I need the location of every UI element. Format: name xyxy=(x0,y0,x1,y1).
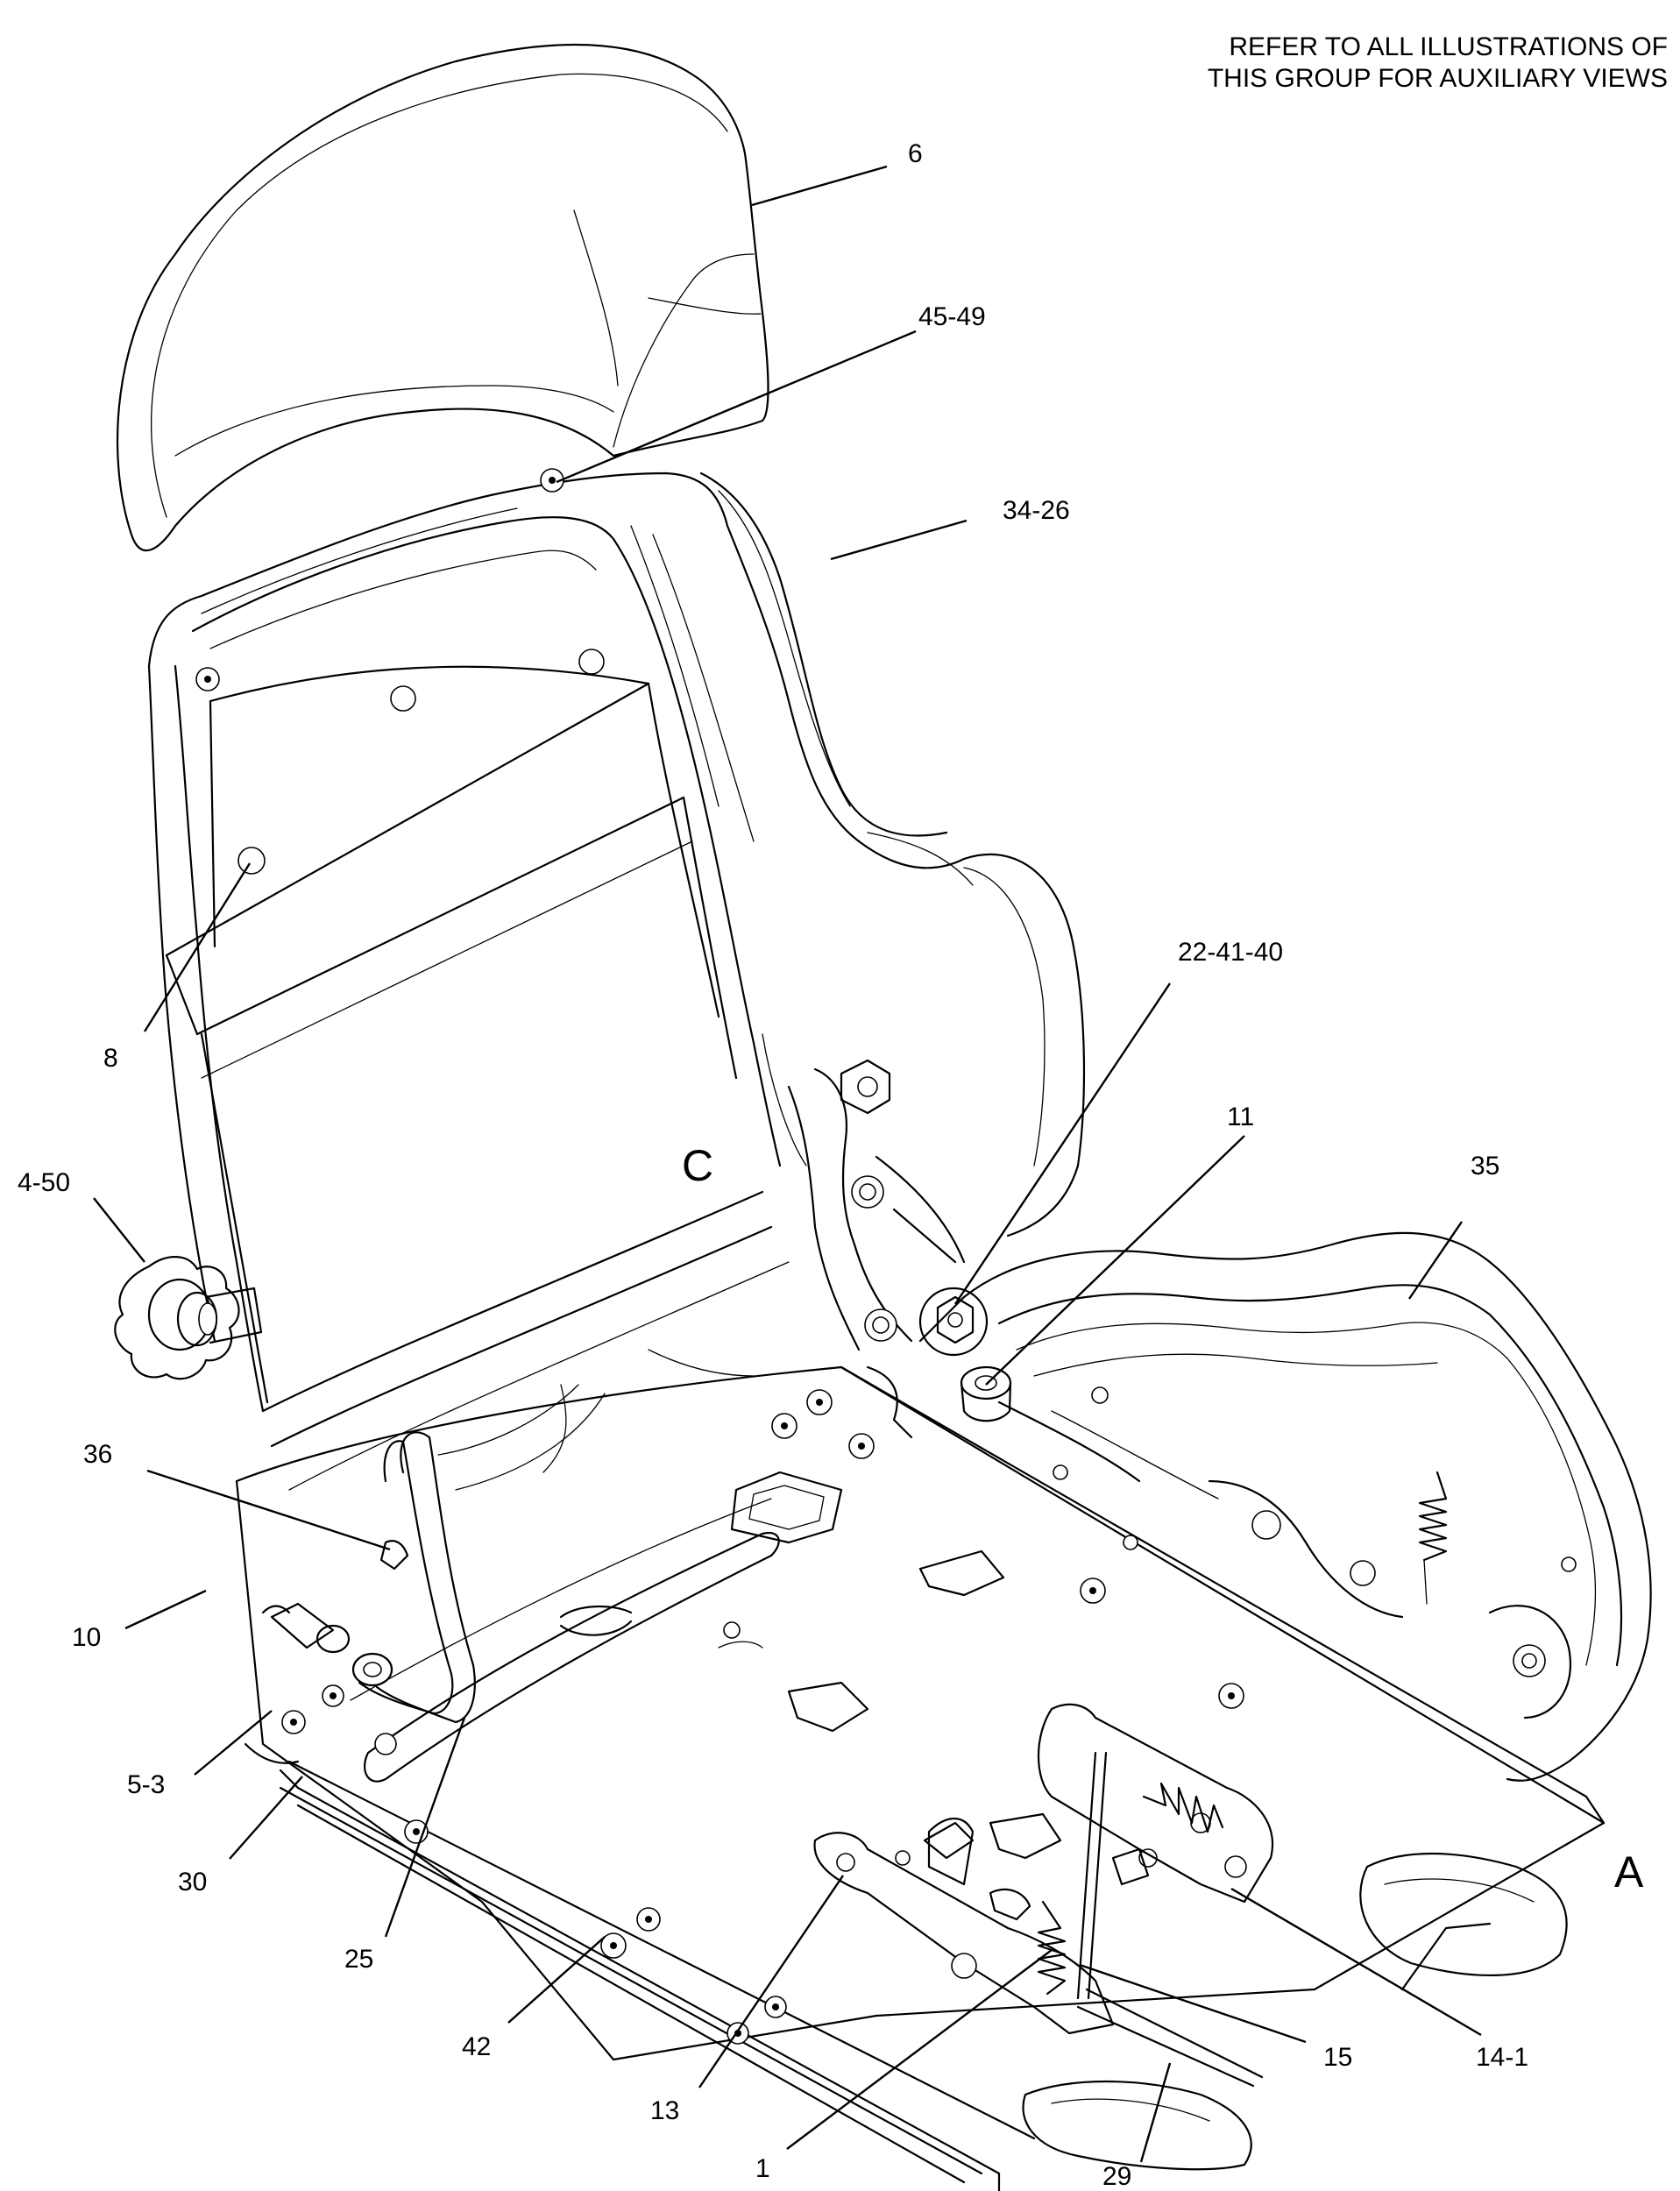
callout-25: 25 xyxy=(344,1945,373,1974)
leader-1 xyxy=(786,1949,1053,2150)
leader-6 xyxy=(751,165,888,207)
leader-45-49 xyxy=(556,330,917,484)
leader-25 xyxy=(384,1717,466,1938)
leader-29 xyxy=(1139,2062,1172,2163)
recline-knob xyxy=(114,1256,263,1380)
slide-mechanism xyxy=(813,1703,1568,2171)
leader-22-41-40 xyxy=(954,982,1171,1305)
leader-15 xyxy=(1079,1963,1307,2044)
leader-35 xyxy=(1408,1221,1463,1300)
callout-13: 13 xyxy=(650,2096,679,2125)
callout-8: 8 xyxy=(103,1044,118,1073)
note-line-2: THIS GROUP FOR AUXILIARY VIEWS xyxy=(1207,64,1668,93)
leader-10 xyxy=(124,1589,207,1630)
base-plate xyxy=(235,1365,1606,2191)
headrest xyxy=(117,44,769,552)
backrest-fasteners xyxy=(195,468,605,875)
leader-8 xyxy=(143,862,252,1032)
leader-34-26 xyxy=(830,519,968,561)
callout-30: 30 xyxy=(178,1868,207,1897)
callout-1: 1 xyxy=(755,2154,770,2183)
leader-42 xyxy=(507,1936,606,2024)
leader-13 xyxy=(698,1875,844,2088)
leader-11 xyxy=(985,1135,1245,1386)
callout-labels: 6 45-49 34-26 8 22-41-40 11 35 4-50 36 1… xyxy=(18,139,1528,2191)
callout-11: 11 xyxy=(1227,1103,1254,1131)
view-label-c: C xyxy=(682,1141,713,1190)
callout-34-26: 34-26 xyxy=(1003,496,1070,525)
callout-15: 15 xyxy=(1323,2043,1352,2072)
callout-35: 35 xyxy=(1471,1152,1499,1181)
plate-screws xyxy=(281,1389,1244,2045)
seat-cushion xyxy=(962,1231,1652,1782)
callout-29: 29 xyxy=(1102,2162,1131,2191)
backrest-frame xyxy=(147,472,1086,1491)
leader-14-1 xyxy=(1230,1887,1482,2037)
callout-4-50: 4-50 xyxy=(18,1168,70,1197)
leader-30 xyxy=(229,1776,303,1860)
recline-bracket xyxy=(787,1059,1012,1422)
leader-5-3 xyxy=(194,1710,273,1776)
callout-10: 10 xyxy=(72,1623,101,1652)
view-label-a: A xyxy=(1614,1847,1644,1897)
leader-4-50 xyxy=(93,1197,145,1263)
callout-14-1: 14-1 xyxy=(1476,2043,1528,2072)
callout-6: 6 xyxy=(908,139,923,168)
callout-42: 42 xyxy=(462,2032,491,2061)
note-line-1: REFER TO ALL ILLUSTRATIONS OF xyxy=(1229,32,1668,61)
leader-36 xyxy=(146,1469,391,1551)
callout-45-49: 45-49 xyxy=(918,302,986,331)
leader-lines xyxy=(93,165,1482,2163)
callout-22-41-40: 22-41-40 xyxy=(1178,938,1283,967)
adjustment-bar xyxy=(261,1349,755,1724)
auxiliary-views-note: REFER TO ALL ILLUSTRATIONS OF THIS GROUP… xyxy=(1142,32,1668,95)
callout-36: 36 xyxy=(83,1440,112,1469)
callout-5-3: 5-3 xyxy=(127,1770,165,1799)
